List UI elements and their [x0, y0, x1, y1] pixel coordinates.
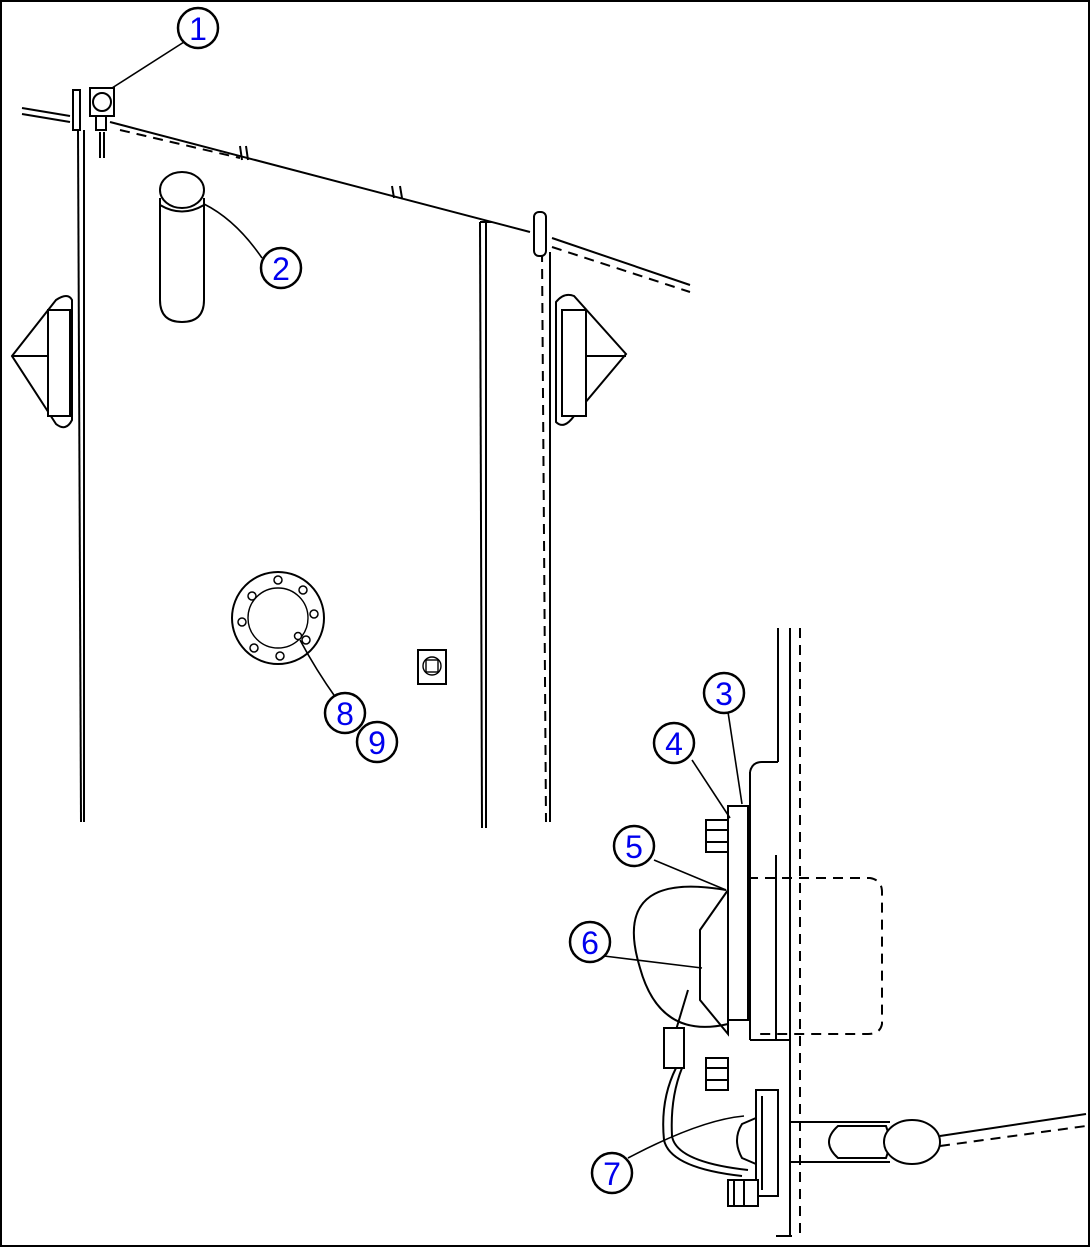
svg-text:8: 8	[336, 696, 354, 732]
flange-component	[231, 571, 325, 665]
detail-view	[632, 628, 1087, 1237]
svg-text:4: 4	[665, 726, 683, 762]
roof-edge	[21, 107, 691, 293]
svg-text:1: 1	[189, 11, 207, 47]
callout-5: 5	[612, 824, 656, 868]
callout-9: 9	[355, 720, 399, 764]
callout-1: 1	[176, 6, 220, 50]
bolts	[705, 819, 729, 1091]
right-handhold	[555, 293, 628, 426]
svg-text:9: 9	[368, 725, 386, 761]
svg-text:3: 3	[715, 676, 733, 712]
svg-text:7: 7	[603, 1156, 621, 1192]
svg-text:5: 5	[625, 829, 643, 865]
callout-3: 3	[702, 671, 746, 715]
svg-text:6: 6	[581, 925, 599, 961]
callout-6: 6	[568, 920, 612, 964]
horn-component	[89, 87, 115, 158]
left-handhold	[10, 295, 73, 429]
roof-nozzles	[239, 145, 403, 199]
square-fitting	[417, 649, 447, 685]
callout-7: 7	[590, 1151, 634, 1195]
callout-8: 8	[323, 691, 367, 735]
callout-2: 2	[259, 246, 303, 290]
canister-component	[159, 171, 205, 324]
left-panel-edge	[72, 89, 85, 823]
middle-panel-edges	[479, 211, 551, 829]
leader-lines	[111, 41, 745, 1159]
callout-4: 4	[652, 721, 696, 765]
svg-text:2: 2	[272, 251, 290, 287]
